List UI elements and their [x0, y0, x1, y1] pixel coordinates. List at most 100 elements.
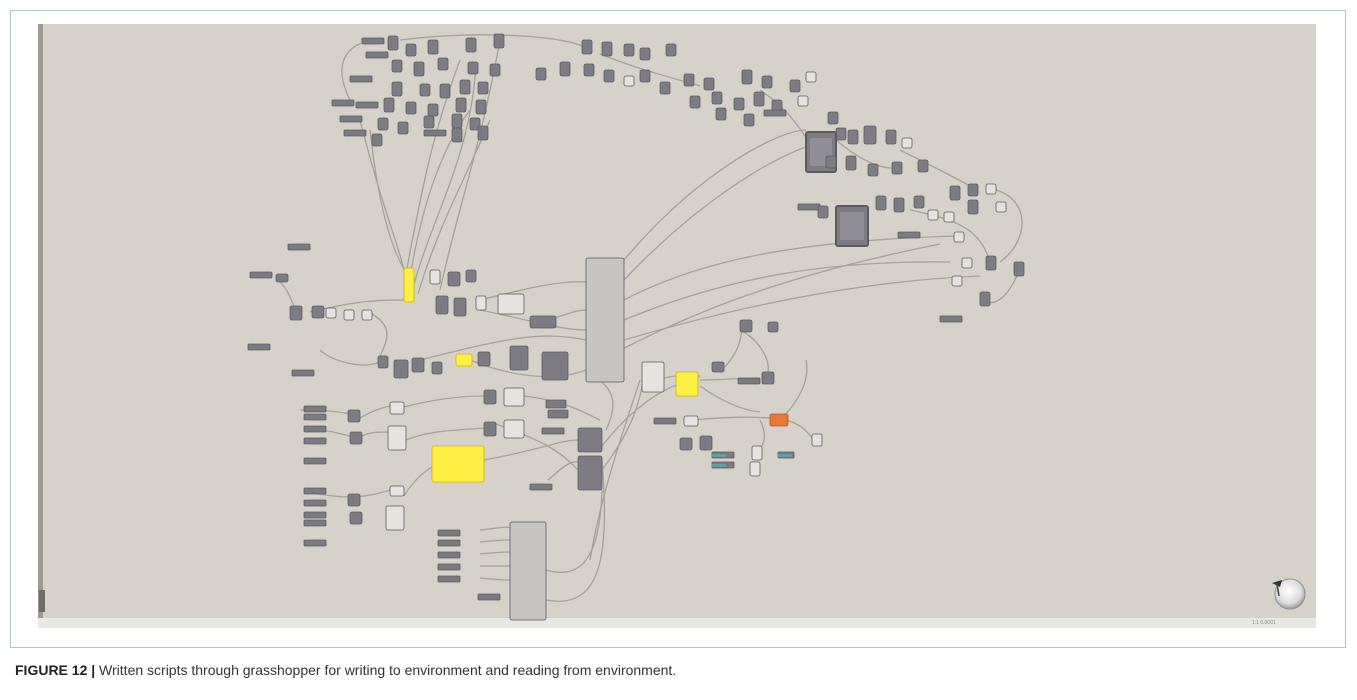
component-node[interactable]	[847, 129, 859, 145]
param-node[interactable]	[475, 295, 487, 311]
slider-node[interactable]	[769, 413, 789, 427]
component-node[interactable]	[753, 91, 765, 107]
panel-node[interactable]	[455, 353, 473, 367]
component-node[interactable]	[377, 355, 389, 369]
param-node[interactable]	[325, 307, 337, 319]
component-node[interactable]	[767, 321, 779, 333]
param-node[interactable]	[953, 231, 965, 243]
param-node[interactable]	[503, 387, 525, 407]
component-node[interactable]	[867, 163, 879, 177]
param-node[interactable]	[389, 401, 405, 415]
param-node[interactable]	[623, 75, 635, 87]
input-slider[interactable]	[547, 409, 569, 419]
param-node[interactable]	[811, 433, 823, 447]
component-node[interactable]	[483, 421, 497, 437]
param-node[interactable]	[497, 293, 525, 315]
component-node[interactable]	[465, 269, 477, 283]
input-slider[interactable]	[331, 99, 355, 107]
component-node[interactable]	[435, 295, 449, 315]
component-node[interactable]	[535, 67, 547, 81]
component-node[interactable]	[465, 37, 477, 53]
component-node[interactable]	[741, 69, 753, 85]
component-node[interactable]	[509, 345, 529, 371]
component-node[interactable]	[711, 361, 725, 373]
component-node[interactable]	[715, 107, 727, 121]
component-node[interactable]	[453, 297, 467, 317]
component-node[interactable]	[391, 59, 403, 73]
component-node[interactable]	[347, 493, 361, 507]
component-node[interactable]	[827, 111, 839, 125]
param-node[interactable]	[389, 485, 405, 497]
component-node[interactable]	[665, 43, 677, 57]
param-node[interactable]	[385, 505, 405, 531]
component-node[interactable]	[475, 99, 487, 115]
component-node[interactable]	[577, 427, 603, 453]
component-node[interactable]	[451, 113, 463, 129]
component-node[interactable]	[689, 95, 701, 109]
component-node[interactable]	[349, 431, 363, 445]
component-node[interactable]	[581, 39, 593, 55]
component-node[interactable]	[447, 271, 461, 287]
param-node[interactable]	[961, 257, 973, 269]
param-node[interactable]	[361, 309, 373, 321]
component-node[interactable]	[679, 437, 693, 451]
param-node[interactable]	[429, 269, 441, 285]
component-node[interactable]	[387, 35, 399, 51]
component-node[interactable]	[743, 113, 755, 127]
param-node[interactable]	[797, 95, 809, 107]
input-slider[interactable]	[249, 271, 273, 279]
component-node[interactable]	[583, 63, 595, 77]
component-node[interactable]	[427, 39, 439, 55]
input-slider[interactable]	[349, 75, 373, 83]
param-node[interactable]	[985, 183, 997, 195]
input-slider[interactable]	[303, 487, 327, 495]
component-node[interactable]	[383, 97, 395, 113]
component-node[interactable]	[639, 69, 651, 83]
component-node[interactable]	[949, 185, 961, 201]
component-node[interactable]	[639, 47, 651, 61]
component-node[interactable]	[439, 83, 451, 99]
cluster-node[interactable]	[585, 257, 625, 383]
param-node[interactable]	[927, 209, 939, 221]
component-node[interactable]	[967, 183, 979, 197]
input-slider[interactable]	[437, 529, 461, 537]
input-slider[interactable]	[797, 203, 821, 211]
component-node[interactable]	[559, 61, 571, 77]
component-node[interactable]	[711, 91, 723, 105]
component-node[interactable]	[483, 389, 497, 405]
component-node[interactable]	[699, 435, 713, 451]
component-node[interactable]	[845, 155, 857, 171]
component-node[interactable]	[459, 79, 471, 95]
component-node[interactable]	[349, 511, 363, 525]
component-node[interactable]	[431, 361, 443, 375]
component-node[interactable]	[577, 455, 603, 491]
input-slider[interactable]	[291, 369, 315, 377]
component-node[interactable]	[703, 77, 715, 91]
input-slider[interactable]	[303, 425, 327, 433]
input-slider[interactable]	[541, 427, 565, 435]
cluster-node[interactable]	[509, 521, 547, 621]
input-slider[interactable]	[437, 551, 461, 559]
component-node[interactable]	[467, 61, 479, 75]
input-slider[interactable]	[437, 575, 461, 583]
component-node[interactable]	[825, 155, 837, 169]
param-node[interactable]	[805, 71, 817, 83]
component-node[interactable]	[893, 197, 905, 213]
component-node[interactable]	[489, 63, 501, 77]
component-node[interactable]	[391, 81, 403, 97]
component-node[interactable]	[477, 125, 489, 141]
param-node[interactable]	[951, 275, 963, 287]
input-slider[interactable]	[477, 593, 501, 601]
input-slider[interactable]	[303, 511, 327, 519]
component-node[interactable]	[529, 315, 557, 329]
component-node[interactable]	[477, 351, 491, 367]
component-node[interactable]	[603, 69, 615, 83]
input-slider[interactable]	[437, 563, 461, 571]
component-node[interactable]	[863, 125, 877, 145]
input-slider[interactable]	[303, 405, 327, 413]
panel-node[interactable]	[675, 371, 699, 397]
component-node[interactable]	[371, 133, 383, 147]
component-node[interactable]	[437, 57, 449, 71]
component-node[interactable]	[623, 43, 635, 57]
